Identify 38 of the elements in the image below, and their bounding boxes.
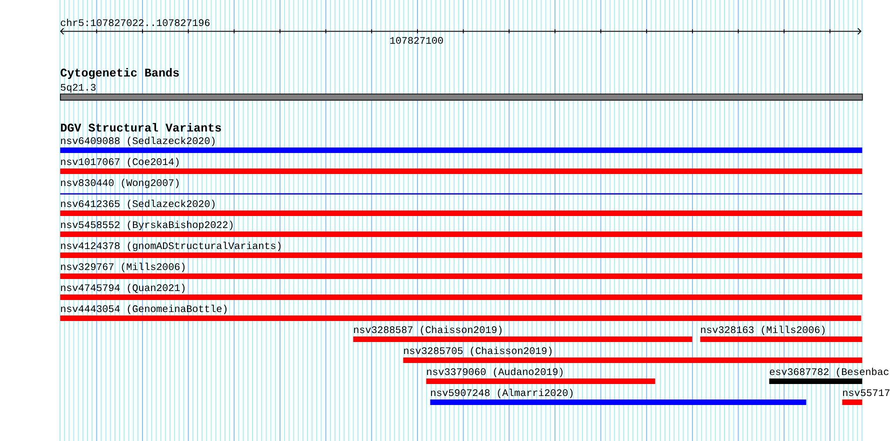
node-label: nsv830440 (Wong2007): [61, 178, 179, 188]
track-heading: Cytogenetic Bands: [60, 68, 179, 79]
track-heading: DGV Structural Variants: [60, 123, 221, 132]
node-label: 5q21.3: [60, 84, 96, 93]
node-label: nsv4443054 (GenomeinaBottle): [61, 304, 227, 314]
feature-bar: nsv6412365 (Sedlazeck2020): [60, 200, 862, 216]
feature-bar: esv3687782 (Besenbac: [769, 368, 888, 384]
feature-bar: nsv55717: [842, 389, 890, 405]
node-label: nsv55717: [843, 389, 890, 396]
node-label: nsv3288587 (Chaisson2019): [354, 326, 502, 336]
node-label: nsv1017067 (Coe2014): [61, 158, 179, 168]
feature-bar: nsv830440 (Wong2007): [60, 178, 862, 194]
feature-bar: nsv5907248 (Almarri2020): [430, 388, 806, 405]
feature-bar: nsv1017067 (Coe2014): [60, 158, 862, 174]
node-label: esv3687782 (Besenbac: [770, 368, 888, 378]
node-label: nsv4124378 (gnomADStructuralVariants): [61, 242, 281, 252]
node-label: nsv5458552 (ByrskaBishop2022): [61, 220, 233, 230]
feature-bar: nsv4124378 (gnomADStructuralVariants): [60, 242, 862, 258]
node-label: nsv6412365 (Sedlazeck2020): [61, 200, 215, 210]
feature-bar: nsv3379060 (Audano2019): [426, 368, 656, 384]
feature-bar: nsv329767 (Mills2006): [60, 262, 862, 279]
node-label: nsv4745794 (Quan2021): [61, 284, 185, 294]
feature-bar: nsv6409088 (Sedlazeck2020): [60, 136, 862, 153]
location-label: chr5:107827022..107827196: [60, 18, 210, 26]
feature-bar: nsv3288587 (Chaisson2019): [353, 326, 692, 342]
node-label: nsv5907248 (Almarri2020): [431, 388, 573, 398]
node-label: nsv3379060 (Audano2019): [427, 368, 563, 378]
node-label: nsv329767 (Mills2006): [61, 262, 185, 272]
feature-bar: nsv3285705 (Chaisson2019): [403, 346, 862, 363]
feature-bar: nsv5458552 (ByrskaBishop2022): [60, 220, 862, 237]
node-label: nsv3285705 (Chaisson2019): [404, 346, 552, 356]
node-label: nsv6409088 (Sedlazeck2020): [61, 136, 215, 146]
node-label: nsv328163 (Mills2006): [701, 326, 825, 336]
feature-bar: nsv4745794 (Quan2021): [60, 284, 862, 300]
feature-bar: nsv4443054 (GenomeinaBottle): [60, 304, 862, 321]
cytoband-bar: 5q21.3: [60, 84, 863, 101]
feature-bar: nsv328163 (Mills2006): [700, 326, 862, 342]
tick-label: 107827100: [390, 37, 443, 44]
